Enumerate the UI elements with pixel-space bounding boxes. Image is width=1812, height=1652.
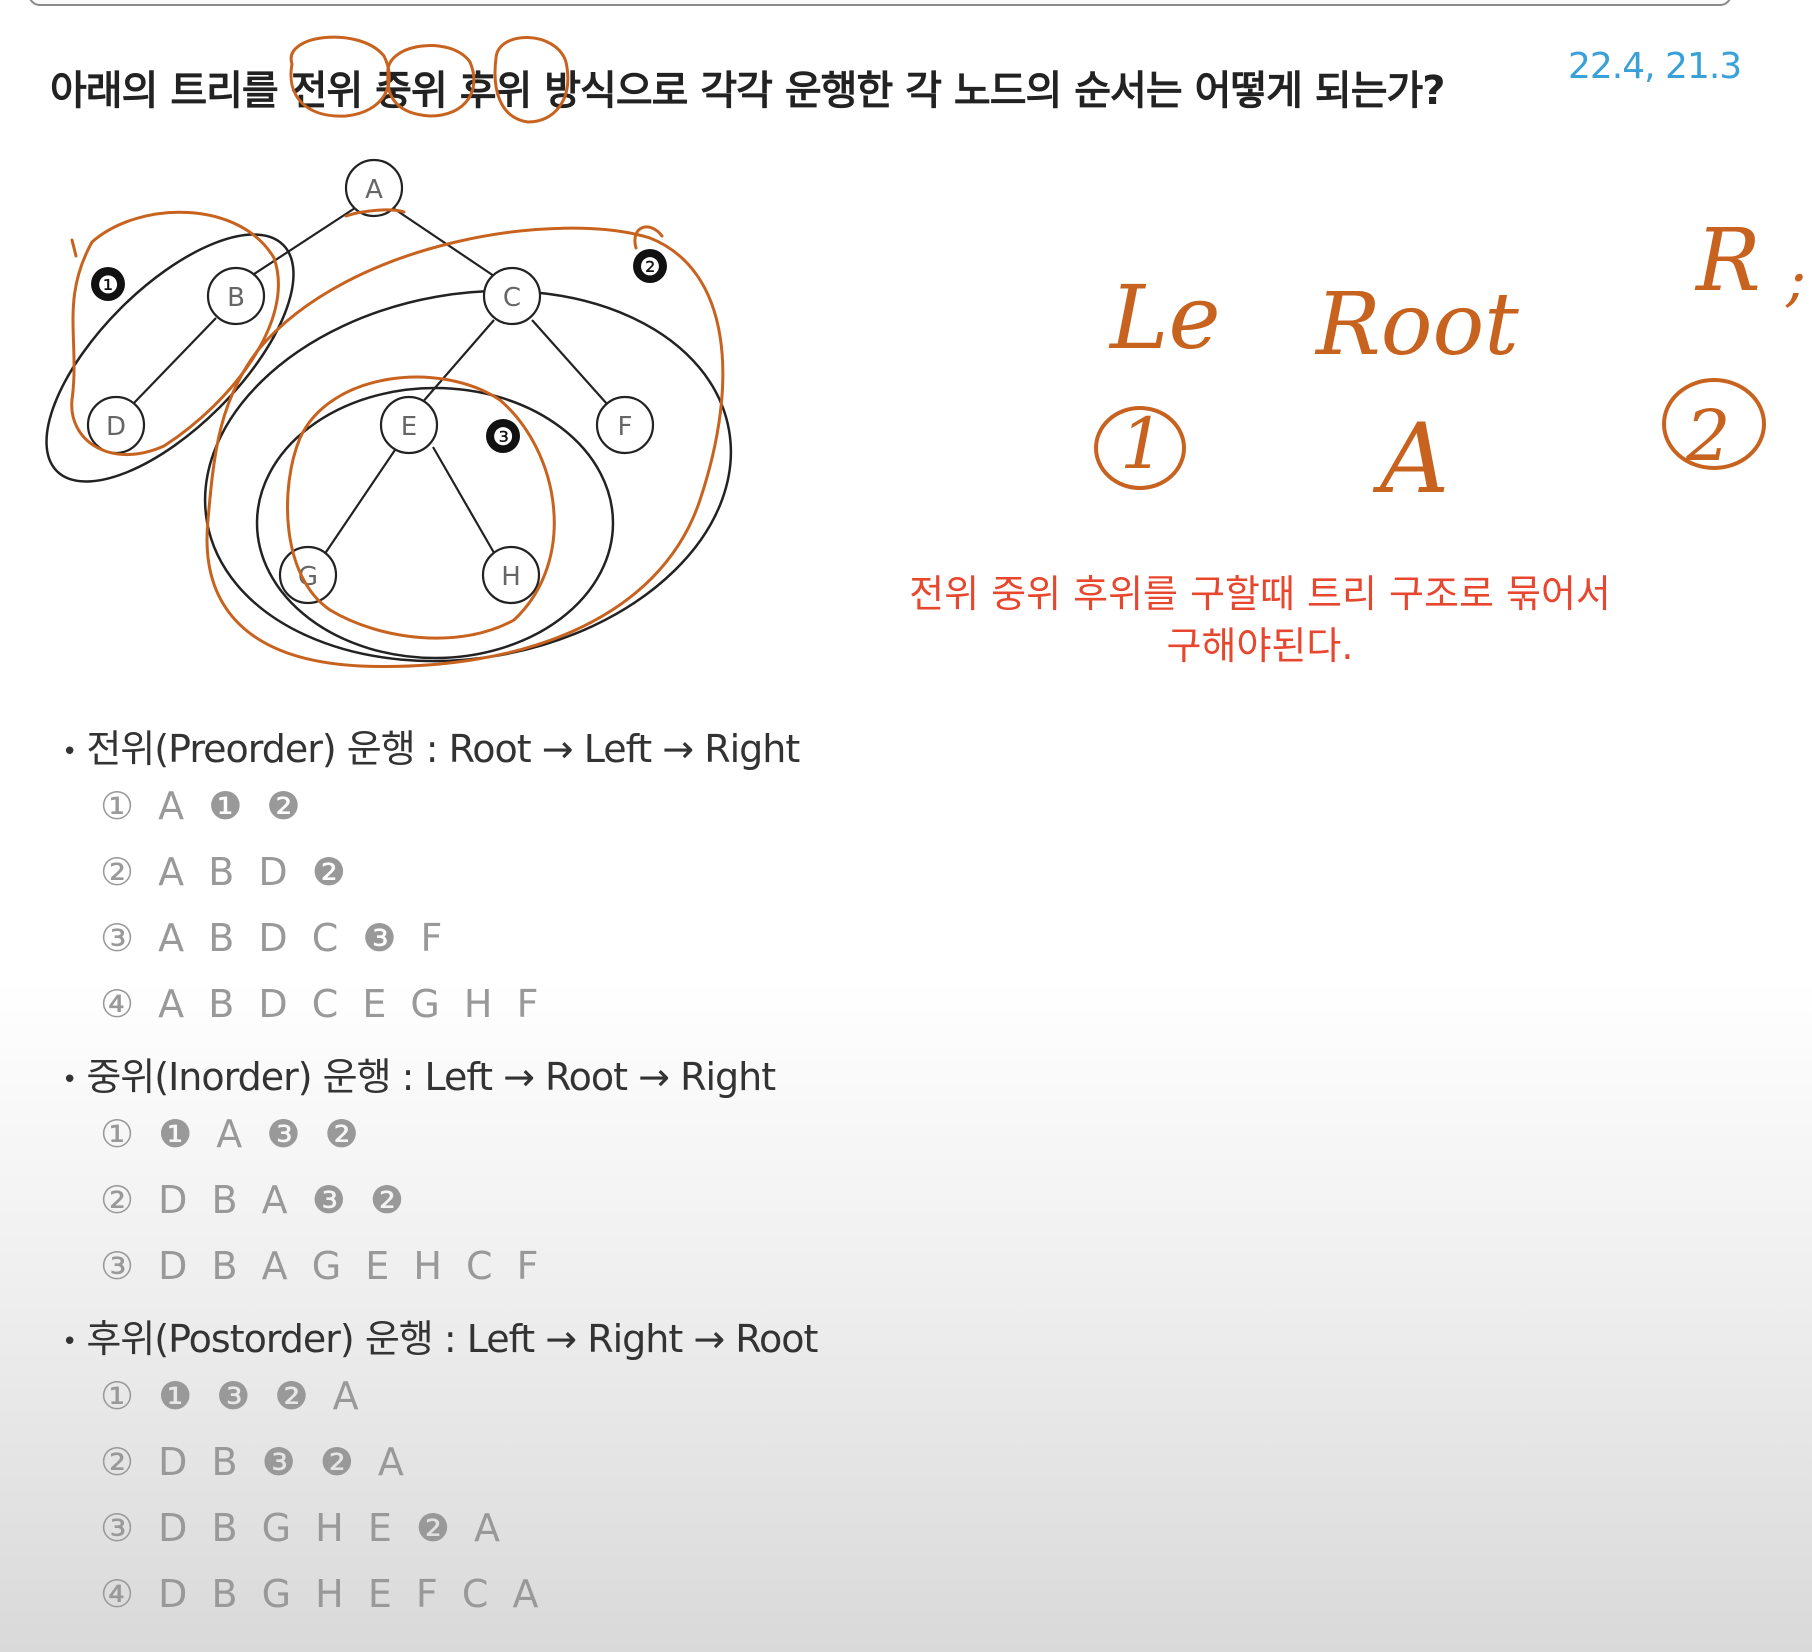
hand-circle-one-label: 1: [1120, 403, 1165, 485]
underline-node-a: [344, 208, 406, 218]
group-marker-3: ❸: [486, 419, 520, 453]
postorder-step-4: ④ D B G H E F C A: [100, 1572, 545, 1616]
hand-under-root: A: [1372, 403, 1449, 515]
group-marker-1: ❶: [91, 267, 125, 301]
inorder-step-2: ② D B A ❸ ❷: [100, 1178, 410, 1222]
node-c: C: [482, 266, 542, 326]
postorder-step-3: ③ D B G H E ❷ A: [100, 1506, 507, 1550]
node-d: D: [86, 395, 146, 455]
edge-c-f: [531, 319, 608, 405]
preorder-step-2: ② A B D ❷: [100, 850, 352, 894]
inorder-step-1: ① ❶ A ❸ ❷: [100, 1112, 365, 1156]
bullet: •: [62, 1064, 77, 1095]
handwriting: Le Root R ; A 1 2: [1108, 211, 1806, 515]
node-c-label: C: [503, 283, 521, 313]
inorder-step-3: ③ D B A G E H C F: [100, 1244, 545, 1288]
loop-subtree-e: [286, 375, 556, 640]
hand-root-label: Root: [1314, 275, 1519, 375]
postorder-step-1: ① ❶ ❸ ❷ A: [100, 1374, 365, 1418]
note-line-2: 구해야된다.: [1166, 624, 1354, 668]
loop-subtree-c-hook: [633, 225, 664, 250]
preorder-step-3: ③ A B D C ❸ F: [100, 916, 449, 960]
bullet: •: [62, 1326, 77, 1357]
edge-e-g: [321, 446, 398, 559]
subtree-c-outline: [203, 289, 733, 663]
edge-a-b: [247, 207, 356, 279]
svg-text:❷: ❷: [639, 253, 661, 281]
hand-circle-two: [1662, 378, 1766, 470]
subtree-b-outline: [45, 233, 295, 483]
node-b-label: B: [227, 283, 245, 313]
inorder-title: 중위(Inorder) 운행 : Left → Root → Right: [86, 1055, 776, 1099]
question-year-tag: 22.4, 21.3: [1568, 46, 1742, 87]
edge-e-h: [432, 446, 498, 559]
edge-c-e: [420, 319, 495, 405]
preorder-step-4: ④ A B D C E G H F: [100, 982, 545, 1026]
inorder-heading: • 중위(Inorder) 운행 : Left → Root → Right: [62, 1046, 776, 1101]
orange-annotations: [70, 35, 725, 668]
bullet: •: [62, 736, 77, 767]
hand-right-label: R: [1694, 211, 1761, 311]
hand-tail-mark: ;: [1785, 245, 1806, 315]
loop-subtree-b: [70, 210, 280, 457]
node-e: E: [379, 395, 439, 455]
question-text: 아래의 트리를 전위 중위 후위 방식으로 각각 운행한 각 노드의 순서는 어…: [50, 68, 1446, 114]
node-g-label: G: [298, 562, 318, 592]
postorder-step-2: ② D B ❸ ❷ A: [100, 1440, 410, 1484]
node-e-label: E: [401, 412, 417, 442]
tick-mark-left: [70, 238, 78, 258]
handwritten-note: 전위 중위 후위를 구할때 트리 구조로 묶어서 구해야된다.: [840, 568, 1680, 672]
node-g: G: [278, 545, 338, 605]
node-h-label: H: [501, 562, 521, 592]
node-f: F: [595, 395, 655, 455]
postorder-heading: • 후위(Postorder) 운행 : Left → Right → Root: [62, 1308, 818, 1363]
hand-circle-one: [1094, 406, 1186, 490]
loop-subtree-c: [205, 226, 725, 668]
node-a-label: A: [365, 175, 383, 205]
svg-text:❶: ❶: [97, 271, 119, 299]
node-d-label: D: [106, 412, 126, 442]
node-h: H: [481, 545, 541, 605]
node-b: B: [206, 266, 266, 326]
svg-text:❸: ❸: [492, 423, 514, 451]
tree-diagram: A B C D E F G H ❶ ❷ ❸: [45, 35, 1806, 668]
circle-mark-postorder: [493, 36, 570, 124]
preorder-heading: • 전위(Preorder) 운행 : Root → Left → Right: [62, 718, 800, 773]
node-a: A: [344, 158, 404, 218]
node-f-label: F: [618, 412, 633, 442]
note-line-1: 전위 중위 후위를 구할때 트리 구조로 묶어서: [909, 572, 1611, 616]
circle-mark-preorder: [289, 35, 391, 118]
edge-b-d: [132, 317, 217, 405]
edge-a-c: [392, 207, 495, 277]
tree-edges: [132, 207, 608, 559]
circle-mark-inorder: [386, 43, 476, 118]
preorder-step-1: ① A ❶ ❷: [100, 784, 307, 828]
group-marker-2: ❷: [633, 249, 667, 283]
postorder-title: 후위(Postorder) 운행 : Left → Right → Root: [86, 1317, 818, 1361]
hand-left-label: Le: [1108, 266, 1221, 369]
preorder-title: 전위(Preorder) 운행 : Root → Left → Right: [86, 727, 800, 771]
